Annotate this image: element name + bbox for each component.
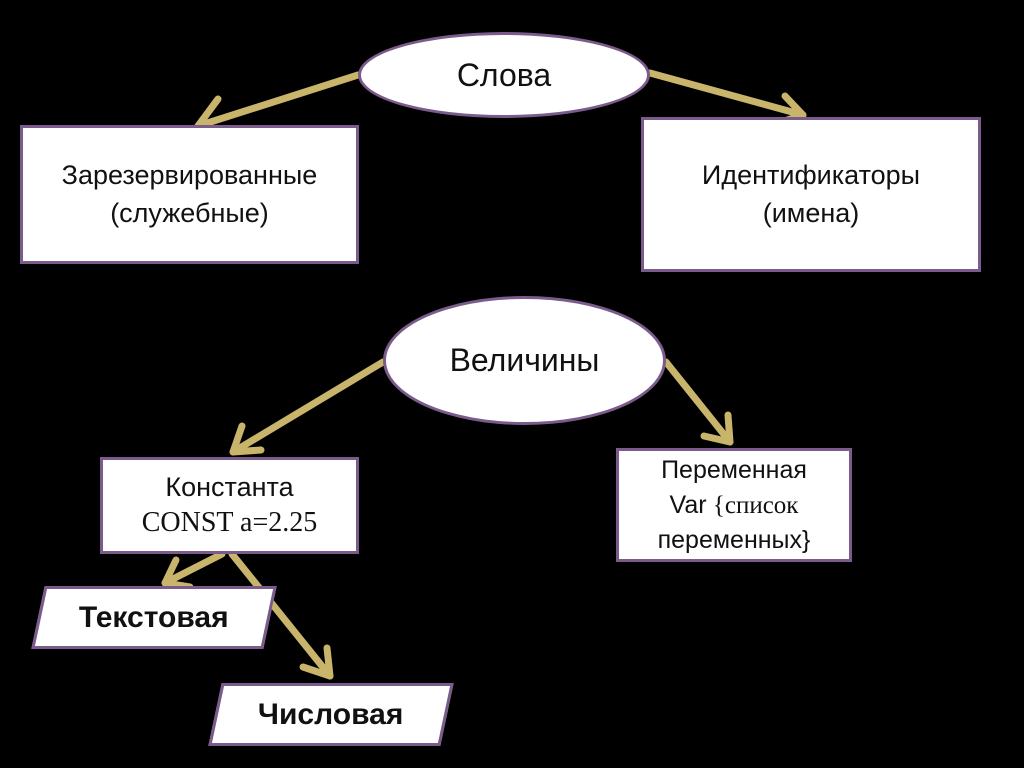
words-node: Слова	[358, 32, 650, 118]
constant-declaration: CONST a=2.25	[141, 506, 318, 538]
variable-declaration: Var {список	[670, 488, 799, 523]
quantities-label: Величины	[449, 342, 600, 378]
arrow-words-to-reserved	[194, 71, 362, 135]
arrow-constant-to-numeric-type	[228, 550, 334, 680]
numeric-type-label: Числовая	[258, 697, 404, 731]
identifiers-subtitle: (имена)	[762, 197, 860, 228]
text-type-node: Текстовая	[31, 586, 277, 649]
identifiers-title: Идентификаторы	[701, 159, 921, 190]
variable-title: Переменная	[661, 455, 807, 484]
reserved-words-box: Зарезервированные (служебные)	[20, 125, 359, 264]
variable-list-end: переменных}	[657, 525, 811, 554]
variable-list-start: {список	[706, 491, 799, 519]
reserved-words-title: Зарезервированные	[61, 159, 318, 190]
identifiers-box: Идентификаторы (имена)	[641, 117, 981, 272]
quantities-node: Величины	[383, 296, 666, 425]
variable-box: Переменная Var {список переменных}	[616, 448, 852, 562]
arrow-constant-to-text-type	[161, 550, 226, 591]
numeric-type-node: Числовая	[208, 683, 454, 746]
constant-box: Константа CONST a=2.25	[100, 457, 359, 554]
arrow-quantities-to-constant	[229, 358, 387, 456]
arrow-quantities-to-variable	[662, 358, 734, 446]
variable-keyword: Var	[669, 490, 707, 519]
constant-title: Константа	[165, 471, 294, 502]
text-type-label: Текстовая	[79, 600, 229, 634]
words-label: Слова	[456, 56, 552, 93]
reserved-words-subtitle: (служебные)	[110, 197, 269, 228]
